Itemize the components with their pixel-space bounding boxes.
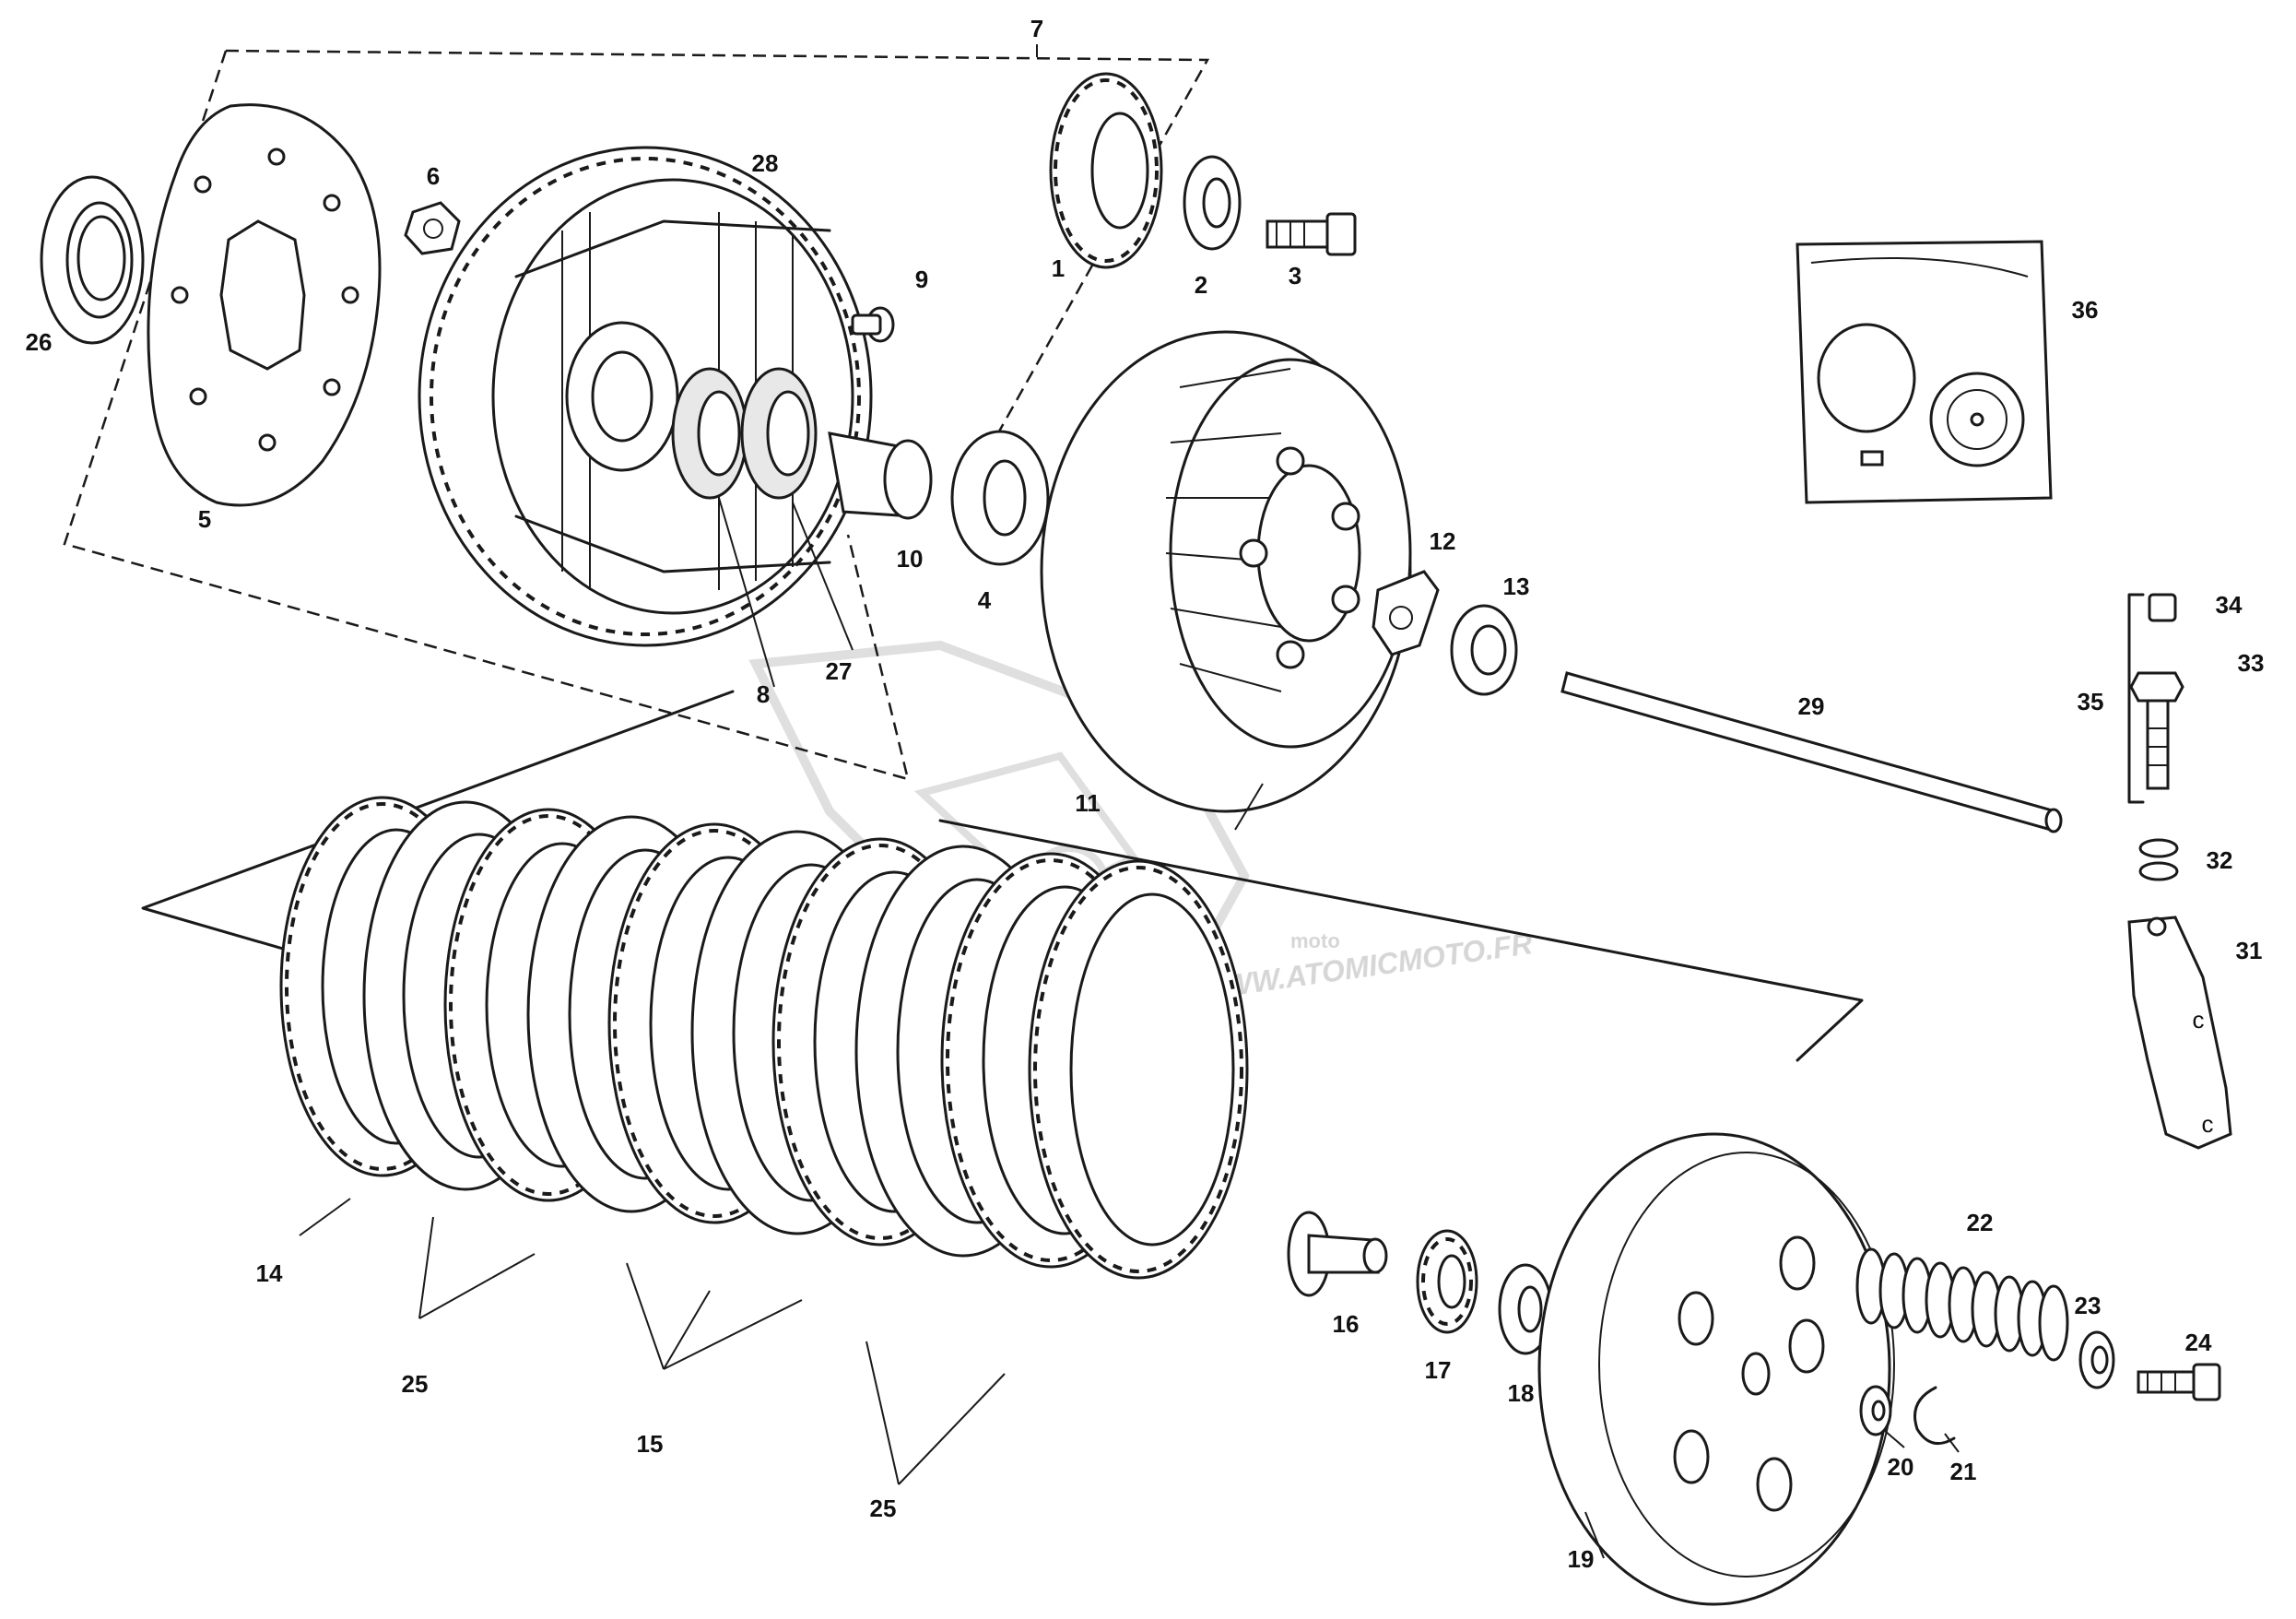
part-19-pressure-plate bbox=[1537, 1132, 1895, 1606]
part-34-cap bbox=[2148, 593, 2177, 622]
part-18-washer bbox=[1498, 1263, 1553, 1355]
part-13-bearing bbox=[1450, 604, 1518, 696]
part-21-circlip bbox=[1913, 1386, 1956, 1446]
part-10-bushing bbox=[828, 431, 933, 520]
part-6-damper bbox=[404, 201, 461, 255]
part-31-release-arm: c c bbox=[2127, 916, 2232, 1150]
part-25-steel-plate-5 bbox=[1028, 859, 1249, 1280]
label-20: 20 bbox=[1888, 1453, 1914, 1481]
label-25b: 25 bbox=[870, 1495, 897, 1522]
part-4-washer bbox=[950, 430, 1050, 566]
part-8-needle-bearing bbox=[671, 367, 748, 500]
part-33-nut bbox=[2129, 671, 2184, 703]
label-5: 5 bbox=[198, 505, 211, 533]
label-33: 33 bbox=[2238, 649, 2265, 677]
part-36-gasket-kit bbox=[1796, 240, 2053, 504]
label-23: 23 bbox=[2075, 1292, 2102, 1319]
label-4: 4 bbox=[978, 586, 992, 614]
label-21: 21 bbox=[1950, 1458, 1977, 1485]
label-1: 1 bbox=[1052, 254, 1065, 282]
label-35: 35 bbox=[2078, 688, 2104, 715]
part-26-washer bbox=[40, 175, 145, 345]
part-1-gear bbox=[1049, 72, 1163, 269]
assembly-7-outline bbox=[63, 44, 1210, 781]
label-29: 29 bbox=[1798, 692, 1825, 720]
part-32-o-rings bbox=[2138, 838, 2179, 881]
part-35-adjuster-assembly bbox=[2127, 593, 2184, 804]
label-3: 3 bbox=[1289, 262, 1301, 290]
part-27-needle-bearing bbox=[740, 367, 818, 500]
label-10: 10 bbox=[897, 545, 924, 573]
label-7: 7 bbox=[1030, 15, 1043, 42]
part-24-spring-bolt bbox=[2137, 1363, 2221, 1401]
part-3-bolt bbox=[1266, 212, 1357, 256]
plate-set-outline bbox=[141, 690, 1864, 1062]
label-27: 27 bbox=[826, 657, 853, 685]
part-2-washer bbox=[1183, 155, 1242, 251]
leader-lines bbox=[299, 497, 1960, 1559]
label-32: 32 bbox=[2207, 846, 2233, 874]
label-13: 13 bbox=[1503, 573, 1530, 600]
label-22: 22 bbox=[1967, 1209, 1994, 1236]
watermark-brand: moto bbox=[1290, 929, 1340, 952]
label-12: 12 bbox=[1430, 527, 1456, 555]
label-19: 19 bbox=[1568, 1545, 1595, 1573]
label-36: 36 bbox=[2072, 296, 2099, 324]
part-5-drive-plate bbox=[147, 103, 382, 507]
label-16: 16 bbox=[1333, 1310, 1360, 1338]
part-16-pressure-pin bbox=[1287, 1211, 1388, 1297]
svg-text:c: c bbox=[2202, 1110, 2214, 1138]
callout-labels: 1 2 3 4 5 6 7 8 9 10 11 12 13 14 15 16 1… bbox=[26, 15, 2265, 1573]
label-9: 9 bbox=[915, 266, 928, 293]
label-18: 18 bbox=[1508, 1379, 1535, 1407]
label-28: 28 bbox=[752, 149, 779, 177]
part-22-spring bbox=[1855, 1247, 2069, 1362]
label-24: 24 bbox=[2185, 1329, 2212, 1356]
part-20-washer bbox=[1859, 1385, 1892, 1436]
label-8: 8 bbox=[757, 680, 770, 708]
label-11: 11 bbox=[1075, 789, 1101, 817]
watermark-url: WWW.ATOMICMOTO.FR bbox=[1195, 927, 1535, 1007]
part-9-pin bbox=[851, 306, 895, 343]
part-11-clutch-hub bbox=[1040, 330, 1412, 813]
svg-text:c: c bbox=[2193, 1006, 2205, 1034]
label-2: 2 bbox=[1195, 271, 1207, 299]
part-23-washer bbox=[2078, 1330, 2115, 1389]
label-34: 34 bbox=[2216, 591, 2243, 619]
label-25a: 25 bbox=[402, 1370, 429, 1398]
label-6: 6 bbox=[427, 162, 440, 190]
label-17: 17 bbox=[1425, 1356, 1452, 1384]
label-26: 26 bbox=[26, 328, 53, 356]
part-12-lever bbox=[1372, 570, 1440, 656]
part-28-clutch-basket bbox=[418, 146, 873, 647]
label-15: 15 bbox=[637, 1430, 664, 1458]
part-17-thrust-bearing bbox=[1416, 1229, 1478, 1334]
label-14: 14 bbox=[256, 1259, 283, 1287]
label-31: 31 bbox=[2236, 937, 2263, 964]
part-29-push-rod bbox=[1560, 671, 2063, 833]
